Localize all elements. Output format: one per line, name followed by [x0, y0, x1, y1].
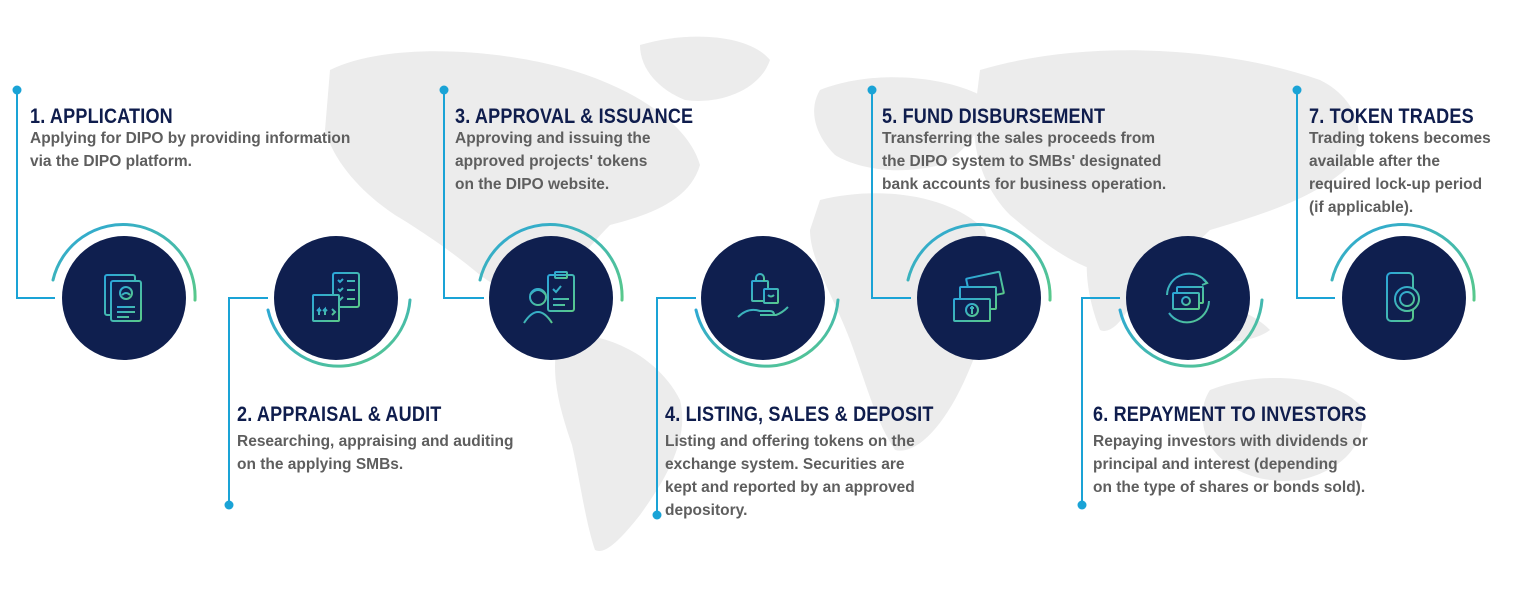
- step-7-description: Trading tokens becomes available after t…: [1309, 127, 1491, 219]
- approval-person-clipboard-icon: [523, 271, 575, 324]
- step-2-desc-line: Researching, appraising and auditing: [237, 433, 514, 450]
- step-7-desc-line: available after the: [1309, 153, 1440, 170]
- connector-3: [443, 90, 484, 299]
- connector-7: [1296, 90, 1335, 299]
- step-3-title: 3. APPROVAL & ISSUANCE: [455, 105, 694, 128]
- step-6-circle: [1126, 236, 1250, 360]
- step-6-desc-line: on the type of shares or bonds sold).: [1093, 479, 1366, 496]
- step-2-circle: [274, 236, 398, 360]
- repayment-cycle-money-icon: [1166, 272, 1210, 324]
- step-4-desc-line: exchange system. Securities are: [665, 456, 905, 473]
- connector-4: [656, 297, 696, 515]
- step-5-circle: [917, 236, 1041, 360]
- step-4-desc-line: kept and reported by an approved: [665, 479, 915, 496]
- arc-2: [266, 298, 412, 368]
- step-5-title: 5. FUND DISBURSEMENT: [882, 105, 1106, 128]
- step-6-description: Repaying investors with dividends or pri…: [1093, 430, 1368, 499]
- step-4-title: 4. LISTING, SALES & DEPOSIT: [665, 403, 934, 426]
- step-5-desc-line: Transferring the sales proceeds from: [882, 130, 1156, 147]
- connector-1: [16, 90, 55, 299]
- step-1-circle: [62, 236, 186, 360]
- step-4-circle: [701, 236, 825, 360]
- step-7-circle: [1342, 236, 1466, 360]
- step-2-desc-line: on the applying SMBs.: [237, 456, 404, 473]
- step-4-desc-line: Listing and offering tokens on the: [665, 433, 915, 450]
- connector-dot-7: [1292, 85, 1302, 95]
- step-3-desc-line: approved projects' tokens: [455, 153, 648, 170]
- connector-dot-6: [1077, 500, 1087, 510]
- step-3-description: Approving and issuing the approved proje…: [455, 127, 650, 196]
- connector-dot-5: [867, 85, 877, 95]
- step-2-title: 2. APPRAISAL & AUDIT: [237, 403, 442, 426]
- appraisal-checklist-icon: [312, 272, 360, 322]
- connector-2: [228, 297, 268, 505]
- step-7-desc-line: Trading tokens becomes: [1309, 130, 1491, 147]
- connector-dot-4: [652, 510, 662, 520]
- step-6-desc-line: principal and interest (depending: [1093, 456, 1338, 473]
- arc-7: [1330, 222, 1476, 302]
- connector-dot-1: [12, 85, 22, 95]
- connector-dot-3: [439, 85, 449, 95]
- step-4-desc-line: depository.: [665, 502, 748, 519]
- fund-money-icon: [953, 270, 1005, 322]
- arc-5: [906, 222, 1052, 302]
- token-trade-phone-coin-icon: [1386, 272, 1420, 322]
- arc-4: [694, 298, 840, 368]
- step-6-desc-line: Repaying investors with dividends or: [1093, 433, 1368, 450]
- connector-dot-2: [224, 500, 234, 510]
- listing-hand-bag-icon: [737, 273, 789, 318]
- step-5-description: Transferring the sales proceeds from the…: [882, 127, 1166, 196]
- step-7-title: 7. TOKEN TRADES: [1309, 105, 1474, 128]
- step-7-desc-line: (if applicable).: [1309, 199, 1414, 216]
- step-1-desc-line: via the DIPO platform.: [30, 153, 192, 170]
- arc-3: [478, 222, 624, 302]
- step-1-desc-line: Applying for DIPO by providing informati…: [30, 130, 351, 147]
- step-1-title: 1. APPLICATION: [30, 105, 173, 128]
- step-3-desc-line: Approving and issuing the: [455, 130, 651, 147]
- step-1-description: Applying for DIPO by providing informati…: [30, 127, 350, 173]
- connector-5: [871, 90, 911, 299]
- step-7-desc-line: required lock-up period: [1309, 176, 1483, 193]
- step-3-circle: [489, 236, 613, 360]
- application-document-icon: [104, 274, 142, 322]
- step-4-description: Listing and offering tokens on the excha…: [665, 430, 915, 522]
- step-6-title: 6. REPAYMENT TO INVESTORS: [1093, 403, 1367, 426]
- step-3-desc-line: on the DIPO website.: [455, 176, 610, 193]
- step-5-desc-line: bank accounts for business operation.: [882, 176, 1167, 193]
- arc-6: [1118, 298, 1264, 368]
- step-2-description: Researching, appraising and auditing on …: [237, 430, 513, 476]
- arc-1: [51, 222, 197, 302]
- step-5-desc-line: the DIPO system to SMBs' designated: [882, 153, 1162, 170]
- connector-6: [1081, 297, 1120, 505]
